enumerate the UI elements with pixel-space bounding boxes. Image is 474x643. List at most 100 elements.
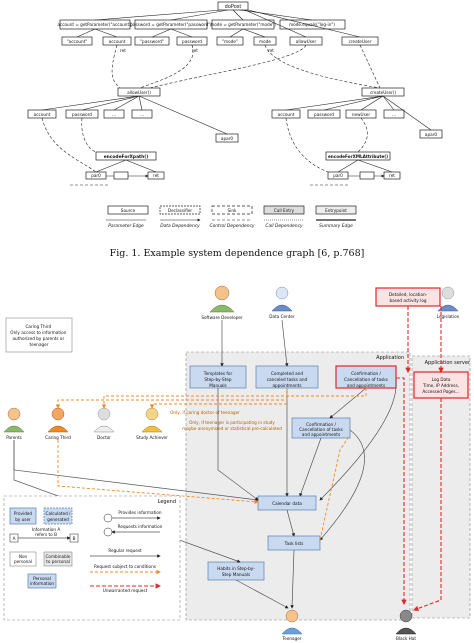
actor-software-developer: Software Developer <box>201 285 243 320</box>
legend-label: Unwarranted request <box>103 588 148 593</box>
actor-label: Teenager <box>281 636 301 641</box>
param-label: ret <box>153 173 159 178</box>
legend-label: Summary Edge <box>319 223 353 229</box>
param-label: ... <box>140 112 144 117</box>
call-label: createUser() <box>370 90 396 95</box>
application-label: Application <box>376 355 404 361</box>
call-label: account = getParameter("account") <box>57 22 133 27</box>
actor-parents: Parents <box>3 407 25 440</box>
actor-label: Legislation <box>437 314 460 319</box>
legend-label: Request subject to conditions <box>94 564 156 569</box>
legend-label: Source <box>121 208 136 213</box>
legend-label: Entrypoint <box>325 208 347 213</box>
box-label: Task lists <box>284 541 304 546</box>
legend-swatch <box>43 551 73 567</box>
param-node <box>359 171 375 180</box>
condition-label: Only, if caring doctor of teenager <box>170 410 240 415</box>
param-label: ret <box>389 173 395 178</box>
param-label: par0 <box>333 173 343 178</box>
legend-entrypoint <box>315 205 357 215</box>
call-row: account = getParameter("account") passwo… <box>57 19 346 30</box>
param-label: password <box>314 112 334 117</box>
param-row: "account" account "password" password "m… <box>61 36 379 53</box>
legend-call-entry <box>263 205 305 215</box>
actor-black-hat: Black Hat <box>395 609 417 641</box>
ret-label: ret <box>192 48 198 53</box>
param-label: "account" <box>67 39 88 44</box>
caring-third-note <box>5 317 73 353</box>
actor-label: Software Developer <box>201 315 243 320</box>
box-label: Detailed, location-based activity log <box>389 292 428 303</box>
param-label: "mode" <box>222 39 238 44</box>
ret-label: ret <box>120 48 126 53</box>
param-label: allowUser <box>296 39 317 44</box>
call-label: allowUser() <box>127 90 151 95</box>
actor-label: Doctor <box>97 435 111 440</box>
legend-label: Sink <box>228 208 237 213</box>
legend-label: Data Dependency <box>160 223 200 229</box>
encode-label: encodeForXpath() <box>104 154 149 160</box>
legend-source <box>107 205 149 215</box>
param-label: password <box>72 112 92 117</box>
graph-legend: Source Declassifier Sink Call Entry Entr… <box>106 205 357 229</box>
note-text: Caring Third Only access to information … <box>10 324 67 347</box>
legend-label: Calculated /generated <box>46 511 72 522</box>
legend-sink <box>211 205 253 215</box>
box-label: Habits in Step-by-Step Manuals <box>217 566 255 577</box>
box-detailed-log <box>375 287 441 307</box>
box-log-data <box>413 371 469 399</box>
legend-declassifier <box>159 205 201 215</box>
param-label: "password" <box>140 39 164 44</box>
legend-swatch <box>9 551 37 567</box>
param-label: account <box>278 112 295 117</box>
root-label: doPost <box>225 4 242 10</box>
param-label: apar0 <box>221 136 234 141</box>
legend-label: Regular request <box>108 548 142 553</box>
privacy-diagram: Application Application server Caring Th… <box>3 285 471 641</box>
actor-label: Study Achiever <box>136 435 168 440</box>
right-subgraph: createUser() account password newUser ..… <box>271 87 443 186</box>
param-label: ... <box>392 112 396 117</box>
call-label: mode = getParameter("mode") <box>210 22 276 27</box>
actor-data-center: Data Center <box>269 286 295 319</box>
param-label: password <box>182 39 202 44</box>
call-node <box>279 19 346 30</box>
legend-a: A <box>13 536 16 541</box>
figure-caption: Fig. 1. Example system dependence graph … <box>110 248 365 259</box>
legend-title: Legend <box>158 499 176 505</box>
actor-label: Data Center <box>269 314 295 319</box>
call-label: password = getParameter("password") <box>130 22 212 27</box>
param-label: ... <box>112 112 116 117</box>
actor-label: Caring Third <box>45 435 71 440</box>
actor-study-achiever: Study Achiever <box>136 407 168 440</box>
condition-label: maybe anonymized or statistical pre-calc… <box>182 426 282 431</box>
param-label: newUser <box>352 112 370 117</box>
param-label: createUser <box>349 39 372 44</box>
legend-swatch <box>27 573 57 589</box>
legend-label: Call Entry <box>274 208 295 213</box>
param-label: account <box>34 112 51 117</box>
legend-label: Parameter Edge <box>108 223 144 229</box>
legend-swatch <box>9 507 37 525</box>
actor-teenager: Teenager <box>281 609 303 641</box>
app-server-label: Application server <box>425 360 471 366</box>
actor-caring-third: Caring Third <box>45 407 71 440</box>
left-subgraph: allowUser() account password ... ... enc… <box>27 87 239 186</box>
legend-label: Requests information <box>118 524 163 529</box>
actor-label: Black Hat <box>396 636 416 641</box>
call-label: mode.equals("log-in") <box>289 22 335 27</box>
param-label: mode <box>259 39 271 44</box>
param-label: apar0 <box>425 132 438 137</box>
